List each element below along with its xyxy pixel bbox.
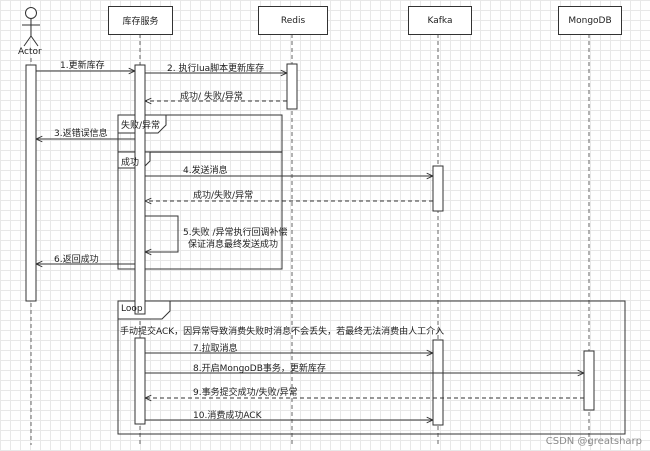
activation-kafka-loop [432,339,444,426]
msg6-label: 6.返回成功 [54,255,99,265]
activation-kafka [432,165,444,212]
activation-redis [286,63,298,110]
activation-mongodb [583,350,595,411]
msg1-label: 1.更新库存 [60,61,105,71]
msg2-label: 2. 执行lua脚本更新库存 [167,64,265,74]
msg5-self-arrow [145,215,179,252]
msg8-label: 8.开启MongoDB事务，更新库存 [193,364,326,374]
activation-actor [25,64,37,302]
activation-inventory [134,64,146,315]
msg2-reply-label: 成功/ 失败/异常 [180,92,243,102]
msg5-label-line2: 保证消息最终发送成功 [188,240,279,250]
loop-fragment [117,300,626,435]
msg4-reply-label: 成功/失败/异常 [193,191,254,201]
alt-ok-label: 成功 [121,158,140,168]
participant-kafka: Kafka [408,6,472,35]
msg9-label: 9.事务提交成功/失败/异常 [193,388,298,398]
alt-fragment [117,114,283,270]
msg3-label: 3.返错误信息 [54,129,108,139]
msg10-label: 10.消费成功ACK [193,411,262,421]
watermark: CSDN @greatsharp [545,436,642,447]
participant-redis: Redis [258,6,328,35]
actor-label: Actor [18,47,42,57]
activation-inventory-loop [134,337,146,425]
msg7-label: 7.拉取消息 [193,344,238,354]
msg4-label: 4.发送消息 [183,166,228,176]
participant-mongodb: MongoDB [558,6,622,35]
actor-icon [22,7,40,47]
loop-note: 手动提交ACK，因异常导致消费失败时消息不会丢失，若最终无法消费由人工介入 [120,327,445,337]
participant-inventory: 库存服务 [108,6,173,35]
msg5-label-line1: 5.失败 /异常执行回调补偿 [183,228,288,238]
alt-fail-label: 失败/异常 [121,121,161,131]
loop-label: Loop [121,304,143,314]
